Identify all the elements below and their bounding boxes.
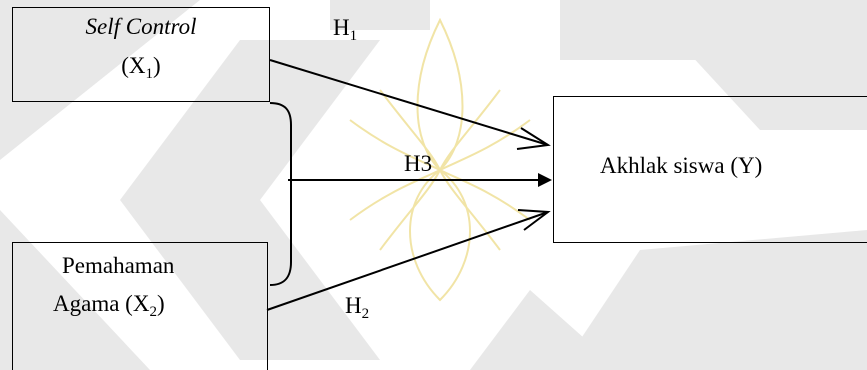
x1-code-sub: 1	[145, 66, 154, 82]
grouping-bracket	[269, 102, 292, 286]
arrow-h1	[269, 59, 549, 146]
arrowhead-h3	[538, 173, 552, 187]
label-h2: H2	[345, 292, 369, 328]
x2-code-suffix: )	[156, 291, 165, 316]
x1-code-suffix: )	[153, 53, 161, 78]
arrowhead-h2	[517, 209, 551, 231]
node-pemahaman-title: Pemahaman	[62, 252, 174, 280]
h1-prefix: H	[333, 15, 350, 40]
node-agama-code: Agama (X2)	[53, 290, 165, 326]
label-h3: H3	[404, 150, 432, 178]
akhlak-siswa-text: Akhlak siswa (Y)	[600, 153, 763, 178]
label-h1: H1	[333, 14, 357, 50]
h2-sub: 2	[361, 306, 370, 322]
self-control-label: Self Control	[85, 14, 197, 39]
x1-code-prefix: (X	[121, 53, 146, 78]
node-akhlak-siswa	[553, 96, 867, 243]
node-self-control	[12, 7, 270, 102]
node-self-control-title: Self Control	[12, 13, 270, 41]
node-pemahaman-agama	[12, 242, 268, 370]
x2-code-sub: 2	[149, 304, 157, 320]
arrow-h2	[266, 211, 549, 311]
node-akhlak-siswa-label: Akhlak siswa (Y)	[600, 152, 762, 180]
pemahaman-label: Pemahaman	[62, 253, 175, 278]
h1-sub: 1	[349, 28, 358, 44]
h2-prefix: H	[345, 293, 362, 318]
x2-code-prefix: Agama (X	[53, 291, 150, 316]
node-self-control-code: (X1)	[12, 52, 270, 88]
arrowhead-h1	[516, 127, 551, 150]
h3-text: H3	[404, 151, 433, 176]
